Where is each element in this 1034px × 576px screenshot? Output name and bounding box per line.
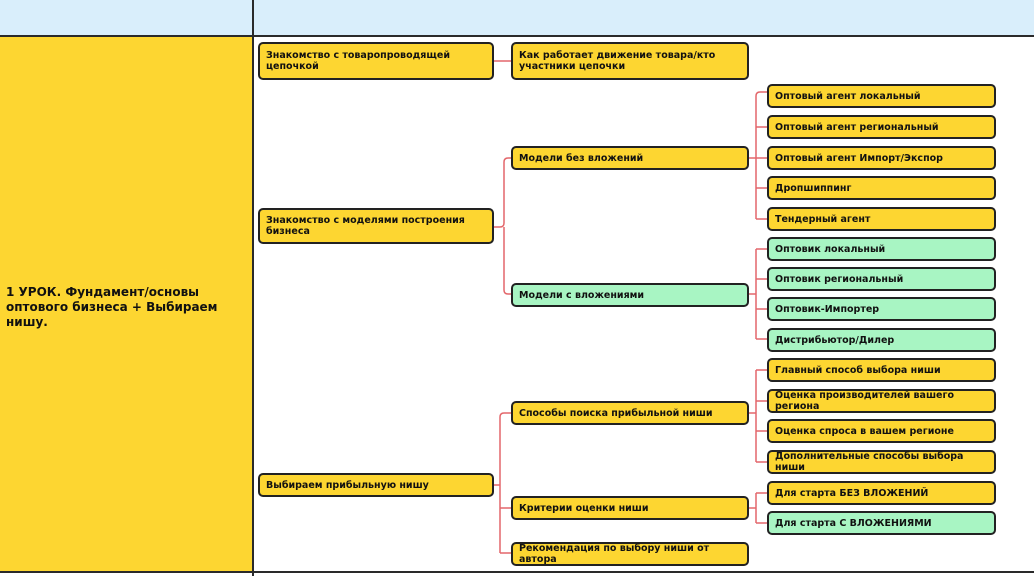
row-divider-bottom	[0, 571, 1034, 573]
lesson-title: 1 УРОК. Фундамент/основы оптового бизнес…	[6, 285, 218, 329]
column-divider	[252, 0, 254, 576]
node-main-method: Главный способ выбора ниши	[767, 358, 996, 382]
node-author-rec: Рекомендация по выбору ниши от автора	[511, 542, 749, 566]
node-agent-local: Оптовый агент локальный	[767, 84, 996, 108]
node-producers-eval: Оценка производителей вашего региона	[767, 389, 996, 413]
node-tender-agent: Тендерный агент	[767, 207, 996, 231]
node-niche-search: Способы поиска прибыльной ниши	[511, 401, 749, 425]
node-intro-chain: Знакомство с товаропроводящей цепочкой	[258, 42, 494, 80]
node-wholesaler-importer: Оптовик-Импортер	[767, 297, 996, 321]
lesson-cell	[0, 36, 253, 571]
node-intro-models: Знакомство с моделями построения бизнеса	[258, 208, 494, 244]
node-wholesaler-local: Оптовик локальный	[767, 237, 996, 261]
node-extra-methods: Дополнительные способы выбора ниши	[767, 450, 996, 474]
node-start-no-invest: Для старта БЕЗ ВЛОЖЕНИЙ	[767, 481, 996, 505]
connector-invest	[748, 248, 767, 340]
connector-niche-search	[748, 369, 767, 463]
node-agent-import: Оптовый агент Импорт/Экспор	[767, 146, 996, 170]
node-wholesaler-regional: Оптовик региональный	[767, 267, 996, 291]
node-agent-regional: Оптовый агент региональный	[767, 115, 996, 139]
connector-criteria	[748, 492, 767, 524]
header-cell-left	[0, 0, 253, 36]
node-choose-niche: Выбираем прибыльную нишу	[258, 473, 494, 497]
node-how-goods-move: Как работает движение товара/кто участни…	[511, 42, 749, 80]
connector-no-invest	[748, 91, 767, 220]
header-cell-right	[254, 0, 1034, 36]
connector-niche-branch	[493, 412, 513, 554]
node-distributor: Дистрибьютор/Дилер	[767, 328, 996, 352]
node-niche-criteria: Критерии оценки ниши	[511, 496, 749, 520]
connector-models-branch	[493, 157, 513, 295]
row-divider-top	[0, 35, 1034, 37]
node-start-invest: Для старта С ВЛОЖЕНИЯМИ	[767, 511, 996, 535]
node-models-invest: Модели с вложениями	[511, 283, 749, 307]
node-dropshipping: Дропшиппинг	[767, 176, 996, 200]
node-demand-eval: Оценка спроса в вашем регионе	[767, 419, 996, 443]
node-models-no-invest: Модели без вложений	[511, 146, 749, 170]
